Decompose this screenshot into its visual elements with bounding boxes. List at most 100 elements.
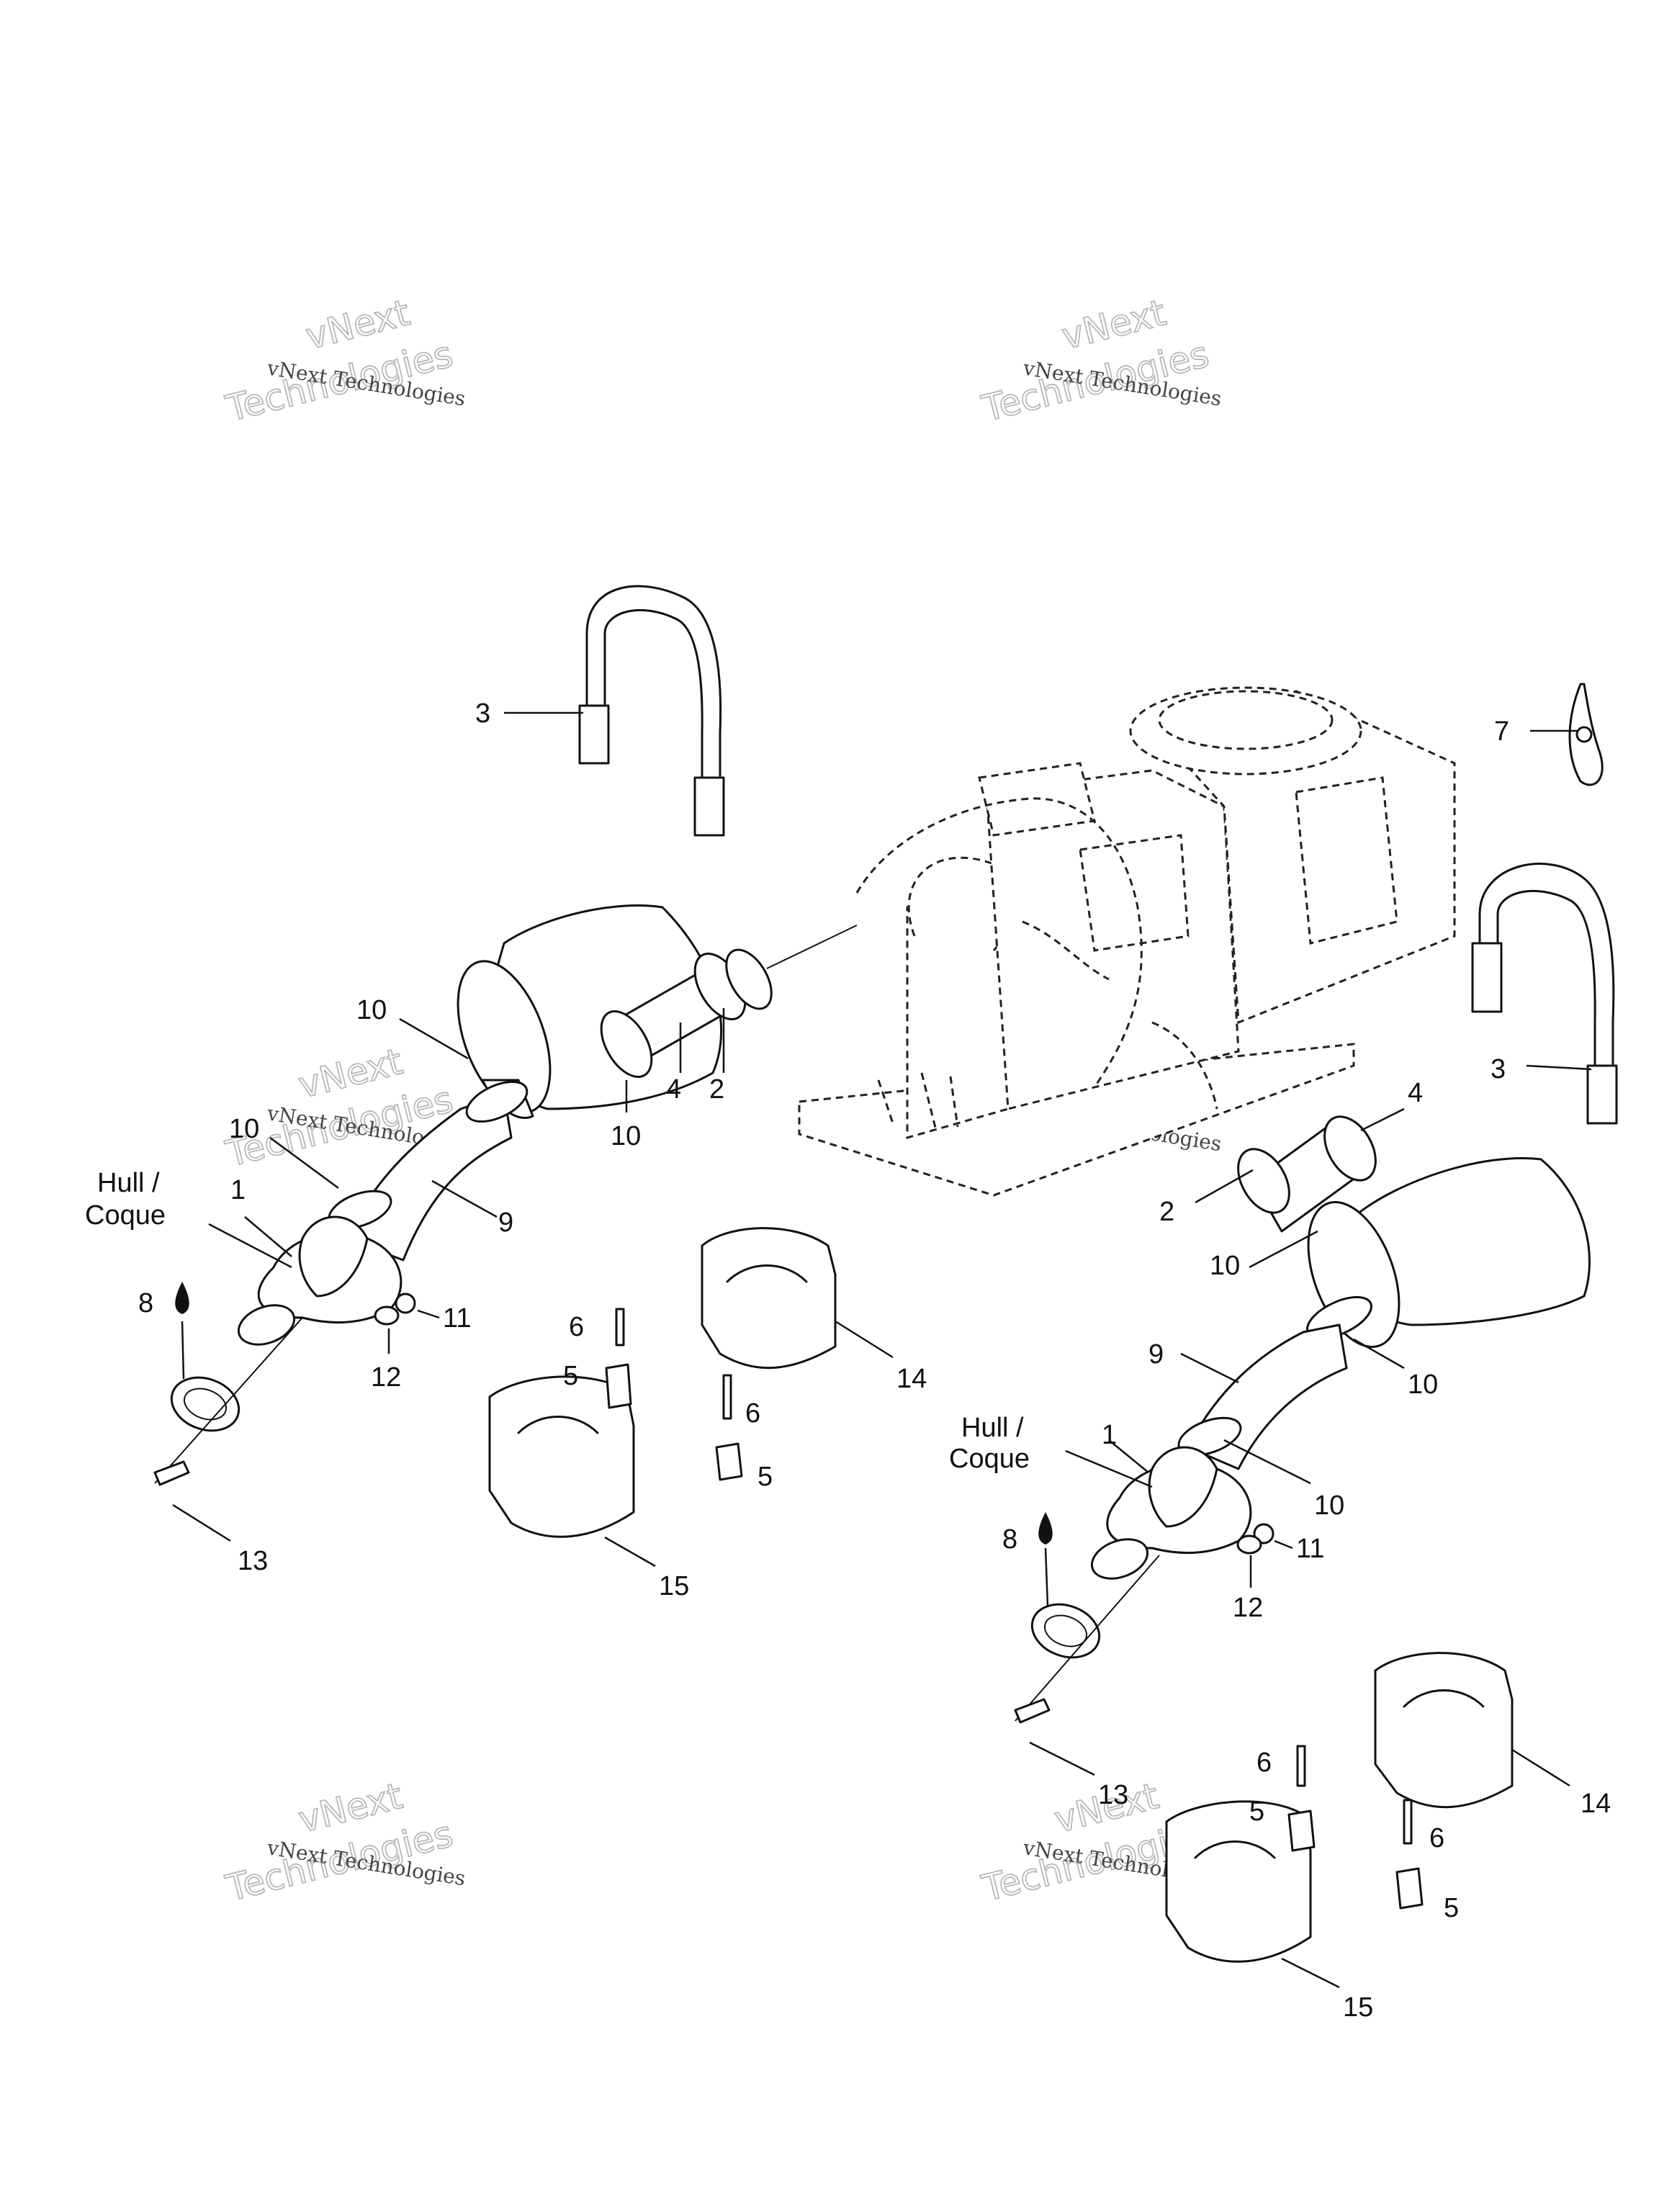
- part-8-sealant-drop-icon: [175, 1282, 189, 1314]
- leader-10e: [1353, 1338, 1405, 1370]
- part-5-bracket: [1395, 1867, 1424, 1910]
- leader-3b: [1526, 1064, 1592, 1071]
- callout-9: 9: [498, 1208, 513, 1238]
- leader-lines: [172, 711, 1592, 1989]
- block-saddle: [517, 1416, 599, 1434]
- strap-buckle-left: [578, 704, 610, 765]
- leader-1a: [244, 1216, 292, 1257]
- watermark-bottom-left: vNext Technologies vNext Technologies: [221, 1774, 467, 1910]
- block-body: [488, 1375, 635, 1538]
- part-8-gasket: [170, 1376, 240, 1432]
- part-10-hose-clamp: [465, 1080, 529, 1123]
- gasket-inner: [183, 1388, 228, 1421]
- block-saddle: [1403, 1689, 1485, 1708]
- callout-12: 12: [371, 1362, 401, 1393]
- callout-13: 13: [238, 1546, 268, 1576]
- part-1-outlet-nozzle: [1148, 1446, 1218, 1528]
- engine-air-intake: [1129, 686, 1362, 775]
- gasket-inner: [1043, 1614, 1088, 1647]
- callout-5: 5: [757, 1462, 773, 1492]
- callout-4: 4: [666, 1074, 681, 1105]
- leader-11b: [1274, 1539, 1293, 1550]
- callout-12: 12: [1233, 1593, 1263, 1623]
- callout-6: 6: [745, 1398, 760, 1429]
- left-muffler-assembly: [153, 904, 858, 1486]
- part-5-bracket: [605, 1363, 632, 1409]
- block-saddle: [1194, 1840, 1276, 1859]
- callout-6: 6: [1256, 1748, 1272, 1778]
- part-1-outlet-nozzle: [298, 1215, 369, 1298]
- block-body: [1165, 1800, 1312, 1963]
- callout-6: 6: [1429, 1823, 1444, 1853]
- leader-13a: [172, 1503, 231, 1542]
- part-7-cable-tie: [1568, 683, 1604, 786]
- engine-base-ribs: [877, 1072, 959, 1131]
- callout-1: 1: [230, 1175, 246, 1205]
- leader-8b: [1044, 1547, 1049, 1606]
- part-3-strap-right: [1471, 863, 1618, 1125]
- leader-13b: [1029, 1741, 1095, 1776]
- leader-1b: [1108, 1439, 1149, 1473]
- part-12-washer: [374, 1305, 400, 1326]
- callout-14: 14: [896, 1364, 927, 1394]
- callout-10: 10: [611, 1121, 641, 1151]
- leader-hull-a: [208, 1223, 292, 1269]
- part-11-nut: [395, 1292, 416, 1314]
- leader-2b: [1195, 1169, 1254, 1204]
- part-15-support-block-left: [488, 1375, 635, 1538]
- leader-15b: [1281, 1957, 1340, 1989]
- leader-10d: [1249, 1230, 1318, 1269]
- part-8-sealant-drop-icon: [1038, 1512, 1053, 1545]
- part-14-support-block-right: [1374, 1652, 1514, 1809]
- callout-2: 2: [1159, 1197, 1174, 1227]
- callout-2: 2: [709, 1074, 724, 1105]
- part-9-exhaust-pipe: [344, 1093, 513, 1262]
- callout-3: 3: [475, 698, 490, 729]
- hull-label-line2: Coque: [949, 1444, 1030, 1474]
- watermark-top-right: vNext Technologies vNext Technologies: [977, 291, 1223, 431]
- callout-13: 13: [1098, 1780, 1128, 1810]
- engine-air-intake-top: [1158, 690, 1334, 750]
- part-6-rivet: [1296, 1745, 1306, 1787]
- screw-axis-line: [1015, 1555, 1160, 1722]
- block-saddle: [726, 1264, 808, 1283]
- hose-to-engine-line: [766, 925, 858, 969]
- part-12-washer: [1236, 1534, 1262, 1555]
- part-3-strap-left: [578, 585, 725, 837]
- engine-carburetor: [1079, 834, 1190, 952]
- callout-1: 1: [1102, 1420, 1117, 1450]
- leader-hull-b: [1065, 1449, 1153, 1488]
- leader-14a: [835, 1320, 894, 1359]
- leader-11a: [417, 1309, 440, 1319]
- strap-buckle-right: [1586, 1064, 1618, 1125]
- strap-buckle-right: [693, 776, 725, 837]
- leader-9b: [1180, 1352, 1239, 1384]
- engine-pipe: [1022, 920, 1110, 981]
- callout-5: 5: [1249, 1797, 1264, 1827]
- leader-4b: [1360, 1107, 1405, 1132]
- part-15-support-block-right: [1165, 1800, 1312, 1963]
- part-10-hose-clamp-upper: [1323, 1115, 1377, 1182]
- hull-opening: [237, 1304, 296, 1346]
- hull-label-line2: Coque: [85, 1200, 166, 1231]
- leader-10a: [399, 1017, 469, 1060]
- engine-ecu-box: [1295, 776, 1398, 945]
- engine-outline: [798, 686, 1456, 1197]
- callout-10: 10: [1210, 1251, 1240, 1281]
- callout-7: 7: [1494, 716, 1509, 747]
- callout-15: 15: [1343, 1992, 1373, 2023]
- callout-4: 4: [1408, 1078, 1423, 1108]
- right-muffler-assembly: [1014, 1115, 1591, 1724]
- part-6-rivet: [615, 1308, 625, 1346]
- hull-opening: [1090, 1538, 1149, 1580]
- callout-3: 3: [1491, 1054, 1506, 1084]
- callout-11: 11: [1296, 1534, 1324, 1564]
- part-13-screw: [153, 1460, 190, 1486]
- part-13-screw: [1014, 1698, 1051, 1724]
- leader-10c: [269, 1136, 339, 1190]
- callout-labels: 3 7 3 10 10 4 2 10 9 Hull / Coque 1 8 11…: [85, 698, 1611, 2023]
- cable-tie-head: [1575, 726, 1593, 743]
- callout-5: 5: [1444, 1893, 1459, 1923]
